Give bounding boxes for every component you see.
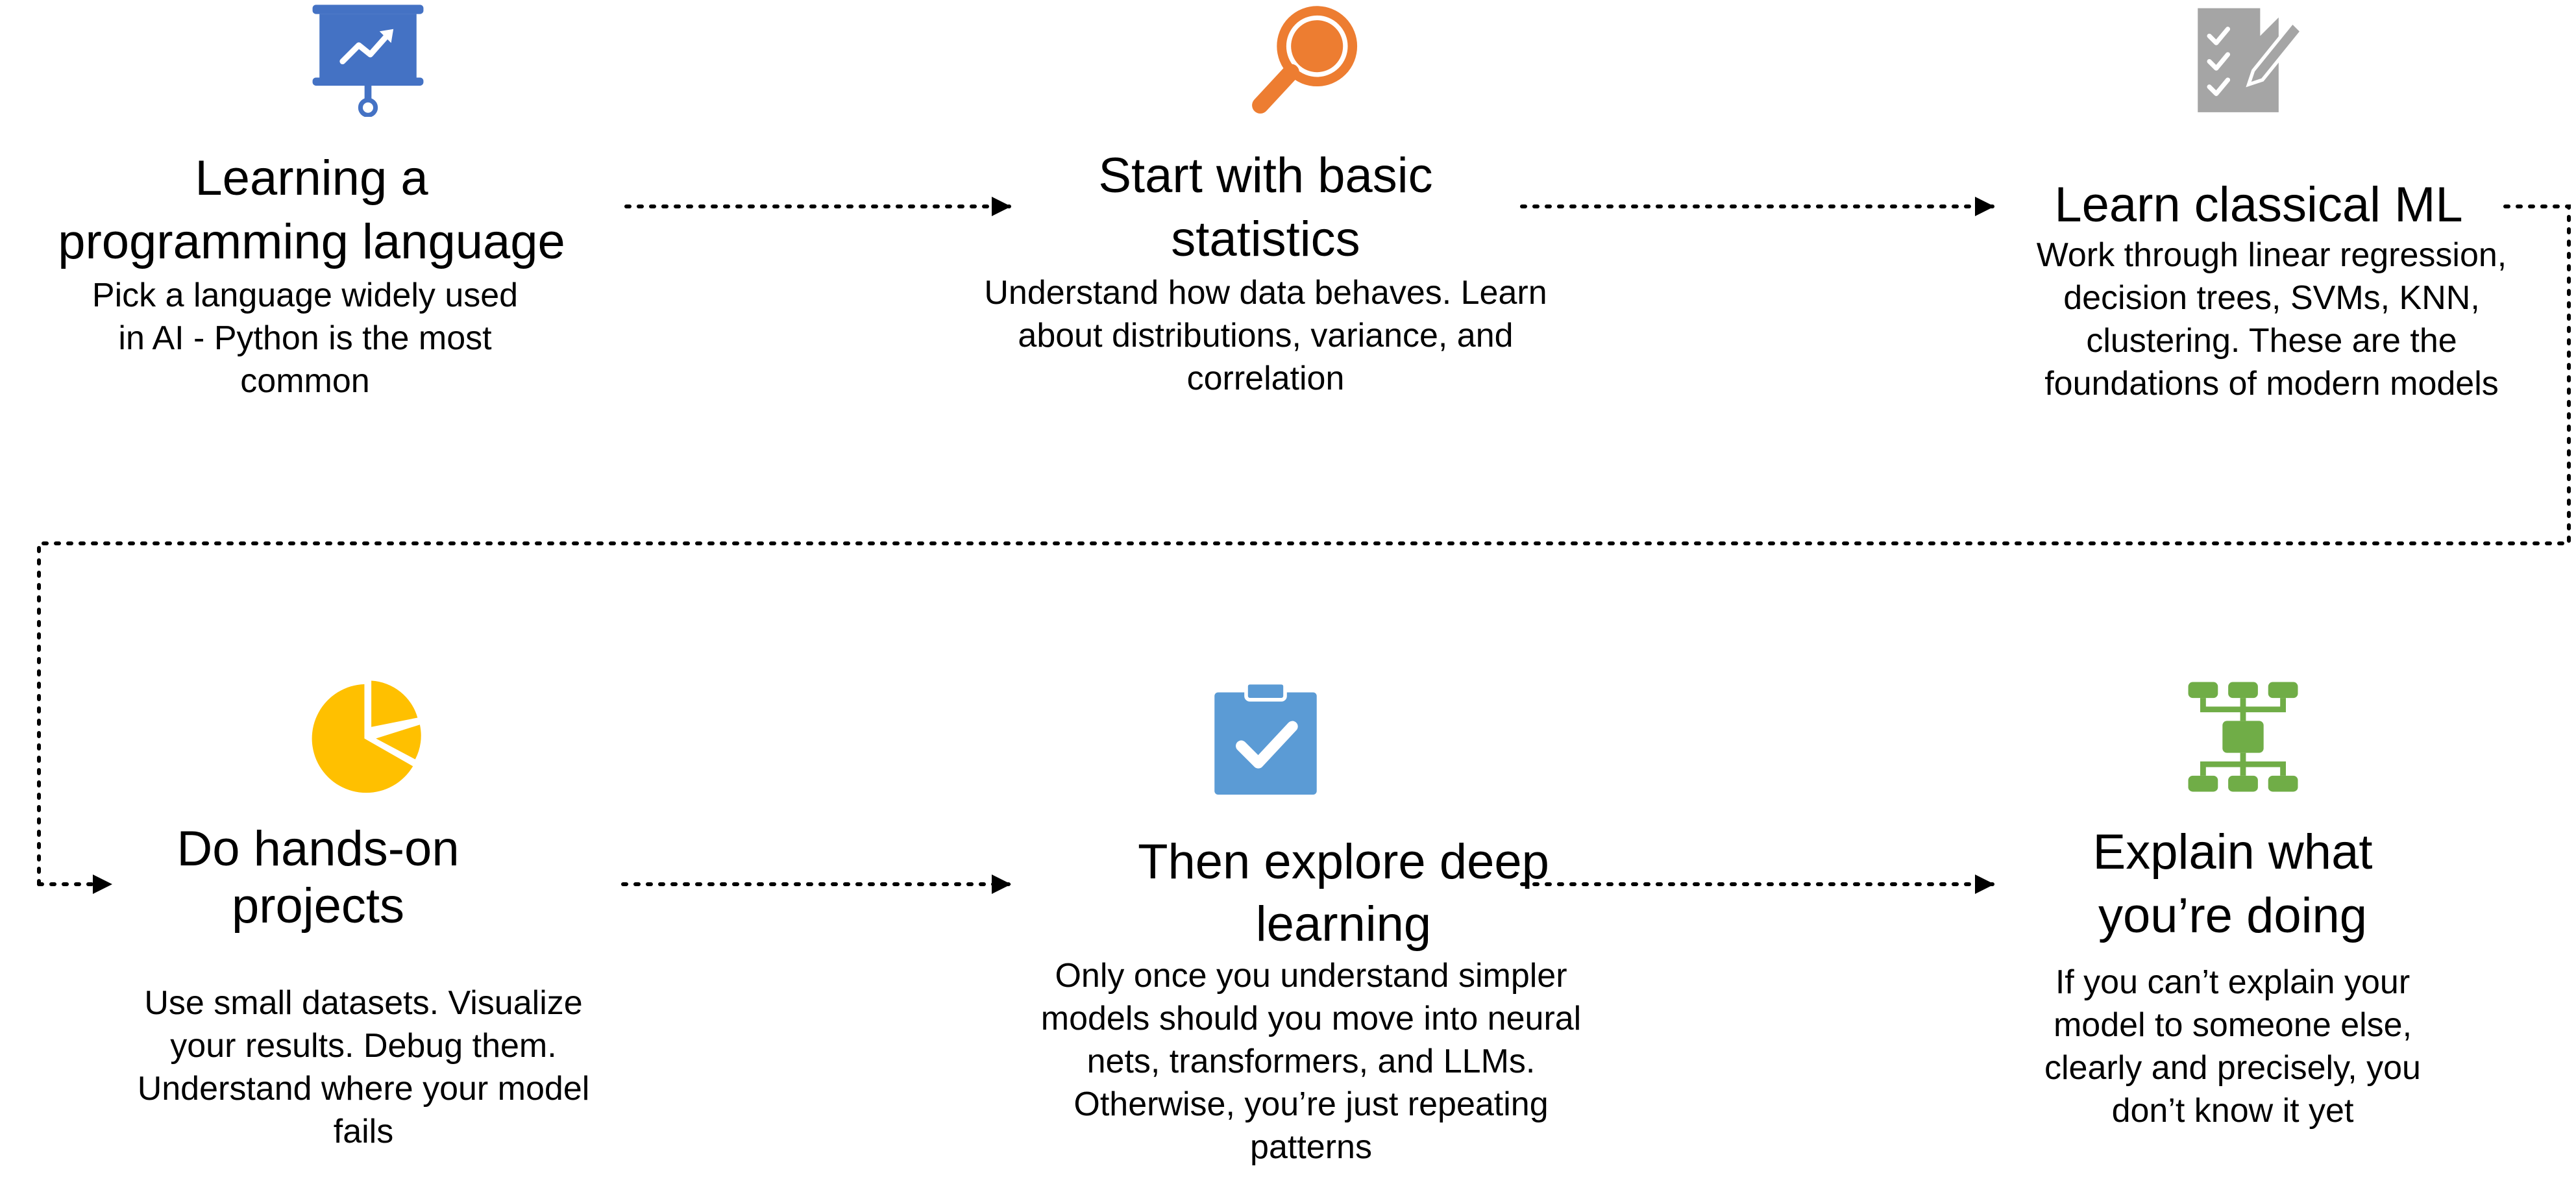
checklist-pencil-icon (2189, 1, 2305, 117)
step-4: Do hands-on projects Use small datasets.… (58, 821, 669, 1153)
step-3: Learn classical ML Work through linear r… (1980, 177, 2564, 405)
clipboard-check-icon (1207, 675, 1324, 797)
step-2-title: Start with basic statistics (1098, 148, 1433, 267)
step-1: Learning a programming language Pick a l… (13, 147, 610, 403)
pie-chart-icon (309, 678, 424, 794)
connector-step3-wrap (37, 205, 2571, 886)
presentation-chart-icon (310, 1, 426, 118)
step-2: Start with basic statistics Understand h… (967, 144, 1564, 400)
step-5: Then explore deep learning Only once you… (987, 831, 1636, 1169)
step-4-title: Do hands-on projects (177, 821, 460, 934)
step-4-description: Use small datasets. Visualize your resul… (137, 984, 590, 1150)
hierarchy-icon (2186, 680, 2300, 794)
step-5-description: Only once you understand simpler models … (1040, 957, 1582, 1166)
step-6: Explain what you’re doing If you can’t e… (1947, 821, 2557, 1132)
step-3-title: Learn classical ML (2054, 177, 2463, 232)
step-6-description: If you can’t explain your model to someo… (2044, 963, 2421, 1130)
step-1-title: Learning a programming language (58, 151, 565, 269)
step-3-description: Work through linear regression, decision… (2036, 236, 2507, 403)
step-1-description: Pick a language widely used in AI - Pyth… (92, 277, 519, 400)
step-6-title: Explain what you’re doing (2092, 824, 2373, 943)
step-2-description: Understand how data behaves. Learn about… (984, 274, 1547, 397)
step-5-title: Then explore deep learning (1138, 834, 1549, 952)
magnifier-icon (1246, 1, 1364, 119)
